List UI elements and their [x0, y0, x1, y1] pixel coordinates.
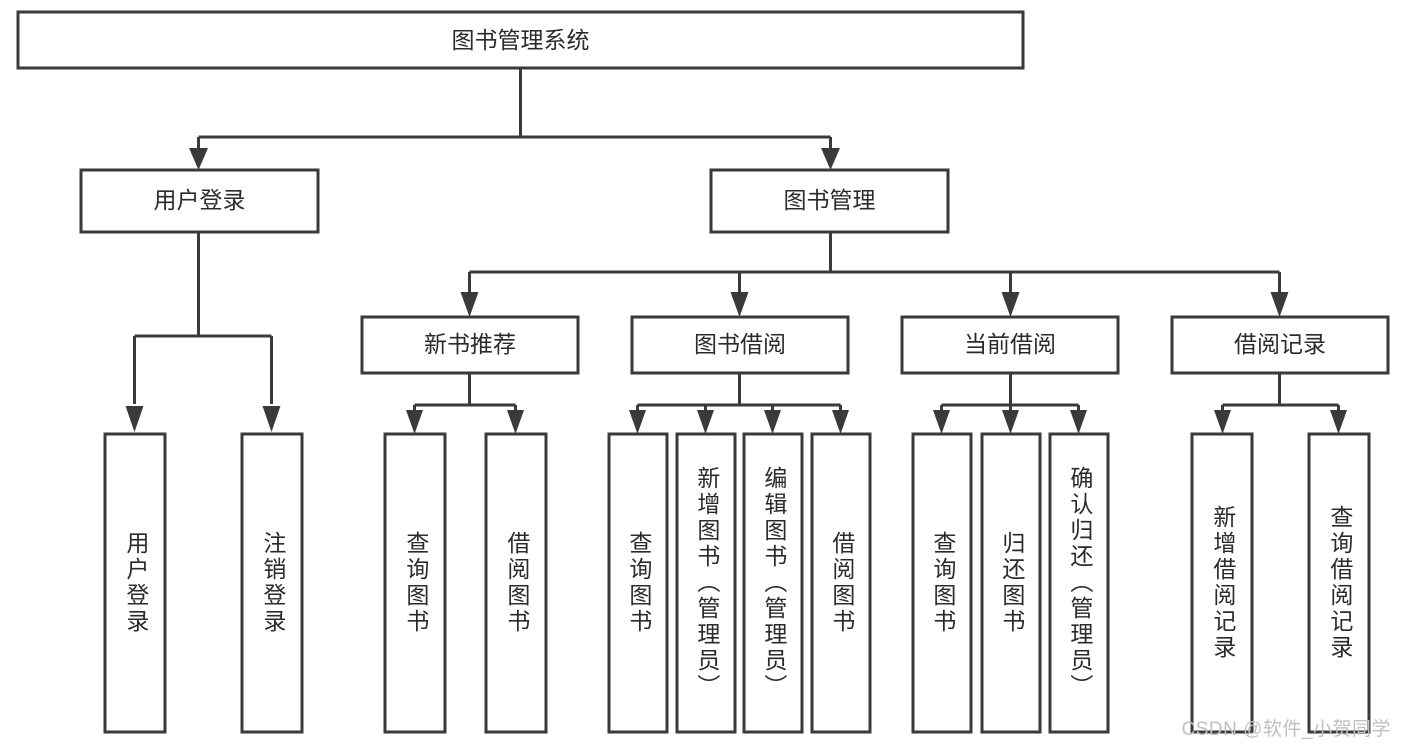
node-root-box[interactable]: [16, 10, 1025, 70]
arrow-head-leaf-query-book-3: [933, 410, 950, 434]
node-borrow-record-box[interactable]: [1170, 315, 1390, 375]
node-borrow-record-label: 借阅记录: [1234, 331, 1326, 357]
leaf-box-add-record[interactable]: [1190, 432, 1254, 734]
node-root-label: 图书管理系统: [452, 27, 590, 53]
node-current-borrow-label: 当前借阅: [964, 331, 1056, 357]
connector-group: [125, 68, 1347, 434]
leaf-box-borrow-book-1[interactable]: [484, 432, 548, 734]
arrow-head-book-borrow: [730, 292, 749, 317]
node-new-book-recommend[interactable]: 新书推荐: [360, 315, 580, 375]
node-user-login-box[interactable]: [79, 168, 320, 234]
node-book-borrow[interactable]: 图书借阅: [630, 315, 850, 375]
leaf-box-edit-book[interactable]: [742, 432, 804, 734]
csdn-watermark: CSDN @软件_小贺同学: [1181, 719, 1391, 740]
node-book-management-label: 图书管理: [784, 187, 876, 213]
arrow-head-leaf-add-record: [1214, 410, 1231, 434]
node-book-borrow-box[interactable]: [630, 315, 850, 375]
leaf-box-confirm-return[interactable]: [1048, 432, 1110, 734]
arrow-head-leaf-return-book: [1002, 410, 1019, 434]
arrow-head-leaf-edit-book: [764, 410, 781, 434]
leaf-box-query-book-3[interactable]: [911, 432, 973, 734]
node-user-login-label: 用户登录: [154, 187, 246, 213]
node-borrow-record[interactable]: 借阅记录: [1170, 315, 1390, 375]
leaf-box-add-book[interactable]: [675, 432, 737, 734]
leaf-box-query-book-1[interactable]: [383, 432, 447, 734]
node-book-borrow-label: 图书借阅: [694, 331, 786, 357]
node-user-login[interactable]: 用户登录: [79, 168, 320, 234]
node-new-book-recommend-box[interactable]: [360, 315, 580, 375]
arrow-head-user-login: [189, 148, 208, 170]
arrow-head-leaf-confirm-return: [1070, 410, 1087, 434]
arrow-head-borrow-record: [1270, 292, 1289, 317]
leaf-box-borrow-book-2[interactable]: [810, 432, 872, 734]
node-book-management-box[interactable]: [709, 168, 950, 234]
arrow-head-leaf-add-book: [697, 410, 714, 434]
arrow-head-book-management: [821, 148, 840, 170]
node-current-borrow[interactable]: 当前借阅: [900, 315, 1120, 375]
leaf-box-user-login[interactable]: [103, 432, 167, 734]
node-new-book-recommend-label: 新书推荐: [424, 331, 516, 357]
arrow-head-new-book-recommend: [460, 292, 479, 317]
leaf-box-query-book-2[interactable]: [607, 432, 669, 734]
leaf-box-query-record[interactable]: [1307, 432, 1371, 734]
arrow-head-leaf-logout: [262, 406, 281, 432]
arrow-head-current-borrow: [1001, 292, 1020, 317]
arrow-head-leaf-query-record: [1330, 410, 1347, 434]
arrow-head-leaf-user-login: [125, 406, 144, 432]
node-root[interactable]: 图书管理系统: [16, 10, 1025, 70]
leaf-box-logout[interactable]: [240, 432, 304, 734]
arrow-head-leaf-query-book-2: [629, 410, 646, 434]
arrow-head-leaf-query-book-1: [406, 410, 423, 434]
node-book-management[interactable]: 图书管理: [709, 168, 950, 234]
arrow-head-leaf-borrow-book-1: [507, 410, 524, 434]
node-current-borrow-box[interactable]: [900, 315, 1120, 375]
leaf-box-return-book[interactable]: [980, 432, 1042, 734]
arrow-head-leaf-borrow-book-2: [832, 410, 849, 434]
